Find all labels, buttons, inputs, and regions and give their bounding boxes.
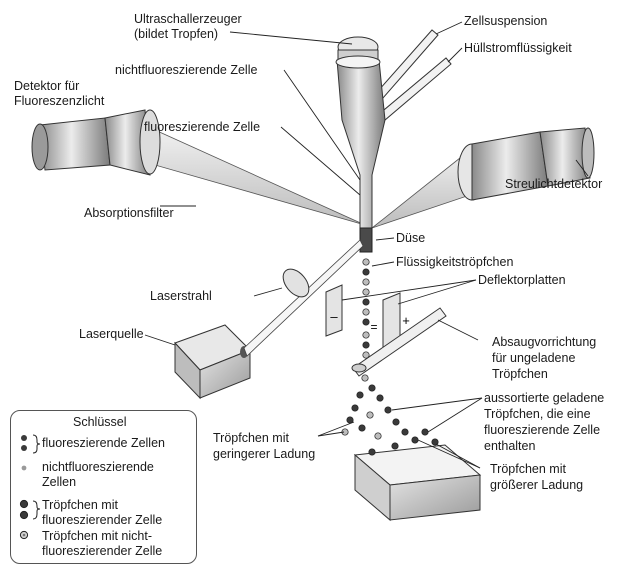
label-ultrasound-generator: Ultraschallerzeuger <box>134 12 242 27</box>
label-lower-charge-1: Tröpfchen mit <box>213 431 289 446</box>
label-fluorescent-cell: fluoreszierende Zelle <box>144 120 260 135</box>
laser-beam <box>244 240 363 356</box>
label-suction-3: Tröpfchen <box>492 367 548 382</box>
legend-item-droplet-nonfluor-2: fluoreszierender Zelle <box>42 544 162 559</box>
label-cell-suspension: Zellsuspension <box>464 14 547 29</box>
label-nozzle: Düse <box>396 231 425 246</box>
label-sorted-2: Tröpfchen, die eine <box>484 407 591 422</box>
label-sorted-1: aussortierte geladene <box>484 391 604 406</box>
legend-item-droplet-fluor-1: Tröpfchen mit <box>42 498 118 513</box>
fluorescence-detector <box>32 110 160 175</box>
label-sorted-4: enthalten <box>484 439 535 454</box>
fluorescence-light-cone <box>155 130 365 225</box>
suction-tube-mouth <box>352 364 366 372</box>
legend-brace-icon <box>33 435 40 453</box>
scatter-light-cone <box>372 150 470 228</box>
collection-tray <box>355 445 480 520</box>
droplet-stream <box>342 259 438 455</box>
legend-item-nonfluorescent-2: Zellen <box>42 475 76 490</box>
legend-item-droplet-fluor-2: fluoreszierender Zelle <box>42 513 162 528</box>
label-suction-1: Absaugvorrichtung <box>492 335 596 350</box>
legend-item-droplet-nonfluor-1: Tröpfchen mit nicht- <box>42 529 152 544</box>
label-sorted-3: fluoreszierende Zelle <box>484 423 600 438</box>
label-detector-2: Fluoreszenzlicht <box>14 94 104 109</box>
legend-box: Schlüssel fluoreszierende Zellen nichtfl… <box>10 410 197 564</box>
label-laser-beam: Laserstrahl <box>150 289 212 304</box>
label-laser-source: Laserquelle <box>79 327 144 342</box>
nozzle-assembly <box>336 37 385 252</box>
legend-nonfluorescent-cell-icon <box>22 466 27 471</box>
laser-source <box>175 325 250 398</box>
minus-sign: – <box>330 309 338 324</box>
equals-sign: = <box>370 320 377 334</box>
label-absorption-filter: Absorptionsfilter <box>84 206 174 221</box>
label-nonfluorescent-cell: nichtfluoreszierende Zelle <box>115 63 257 78</box>
label-suction-2: für ungeladene <box>492 351 575 366</box>
label-lower-charge-2: geringerer Ladung <box>213 447 315 462</box>
plus-sign: + <box>402 313 410 328</box>
legend-item-nonfluorescent-1: nichtfluoreszierende <box>42 460 154 475</box>
label-scatter-detector: Streulichtdetektor <box>505 177 602 192</box>
legend-droplet-fluorescent-icon <box>20 500 27 507</box>
label-higher-charge-2: größerer Ladung <box>490 478 583 493</box>
label-droplets: Flüssigkeitströpfchen <box>396 255 513 270</box>
legend-fluorescent-cell-icon <box>21 435 27 441</box>
legend-brace-icon-2 <box>33 501 40 519</box>
label-ultrasound-sub: (bildet Tropfen) <box>134 27 218 42</box>
label-detector-1: Detektor für <box>14 79 79 94</box>
label-deflector-plates: Deflektorplatten <box>478 273 566 288</box>
label-sheath-fluid: Hüllstromflüssigkeit <box>464 41 572 56</box>
label-higher-charge-1: Tröpfchen mit <box>490 462 566 477</box>
legend-item-fluorescent-cells: fluoreszierende Zellen <box>42 436 165 451</box>
